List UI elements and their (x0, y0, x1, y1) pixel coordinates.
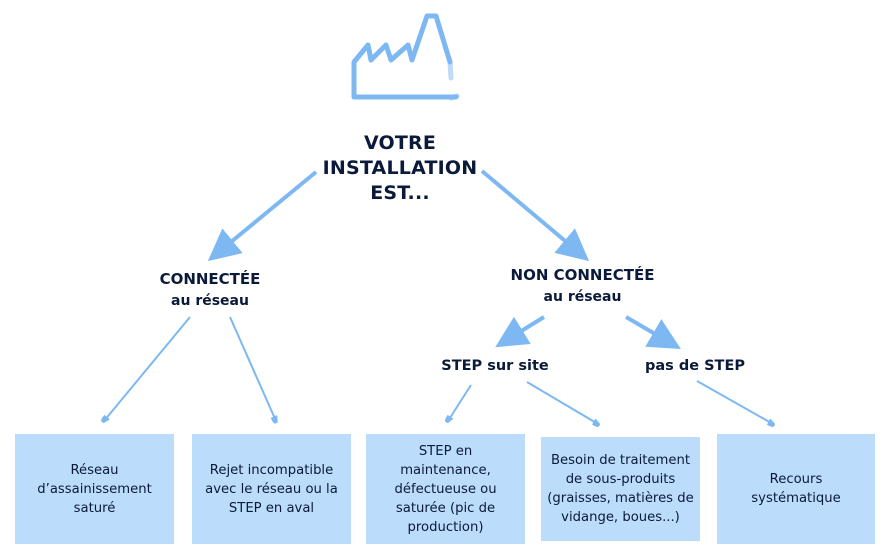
arrow-root-to-not-connected (480, 169, 590, 262)
leaf-text: Recours systématique (751, 472, 841, 506)
leaf-text: Réseau d’assainissement saturé (37, 462, 152, 516)
arrow-step-to-leaf3 (448, 384, 472, 421)
arrow-connected-to-leaf2 (229, 316, 276, 421)
arrow-notconn-to-step (495, 315, 546, 348)
arrow-step-to-leaf4 (526, 381, 598, 424)
leaf-box: Réseau d’assainissement saturé (15, 434, 174, 544)
leaf-text: STEP en maintenance, défectueuse ou satu… (394, 443, 497, 535)
arrow-notconn-to-nostep (624, 315, 681, 350)
leaf-box: Rejet incompatible avec le réseau ou la … (192, 434, 351, 544)
node-not-connected-subtitle: au réseau (543, 289, 622, 305)
leaf-text: Besoin de traitement de sous-produits (g… (547, 453, 694, 525)
node-not-connected: NON CONNECTÉE au réseau (500, 264, 665, 308)
leaf-box: Besoin de traitement de sous-produits (g… (541, 437, 700, 541)
node-not-connected-title: NON CONNECTÉE (510, 266, 655, 284)
node-connected-title: CONNECTÉE (159, 270, 261, 288)
leaf-text: Rejet incompatible avec le réseau ou la … (205, 462, 338, 516)
leaf-box: Recours systématique (717, 434, 875, 544)
root-line-2: INSTALLATION (322, 157, 478, 179)
node-step-on-site: STEP sur site (441, 358, 549, 374)
node-connected-subtitle: au réseau (171, 293, 249, 309)
factory-icon (351, 13, 460, 101)
arrow-root-to-connected (207, 170, 318, 262)
root-line-1: VOTRE (363, 132, 437, 154)
leaf-box: STEP en maintenance, défectueuse ou satu… (366, 434, 525, 544)
node-connected: CONNECTÉE au réseau (130, 268, 290, 312)
arrow-nostep-to-leaf5 (696, 380, 773, 424)
root-line-3: EST... (370, 182, 430, 204)
root-question: VOTRE INSTALLATION EST... (300, 131, 500, 206)
node-no-step: pas de STEP (645, 358, 745, 374)
arrow-connected-to-leaf1 (104, 316, 191, 421)
